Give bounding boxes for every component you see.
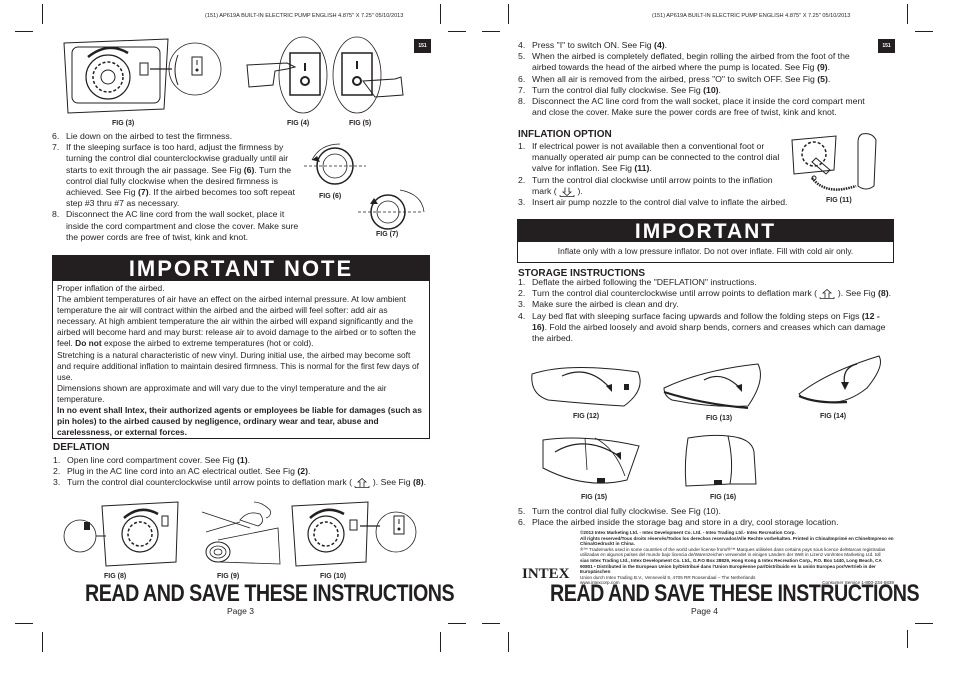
list-item: 2.Turn the control dial clockwise until … [518,174,773,197]
list-item: 7.Turn the control dial fully clockwise.… [518,84,721,95]
crop-mark [42,4,43,24]
firmness-steps-list: 6.Lie down on the airbed to test the fir… [52,131,300,243]
crop-mark [907,4,908,24]
list-item: 2.Turn the control dial counterclockwise… [518,288,892,299]
inflation-option-steps-list: 1.If electrical power is not available t… [518,141,788,208]
note-paragraph: Dimensions shown are approximate and wil… [57,382,387,404]
list-item: 2.Plug in the AC line cord into an AC el… [53,466,311,477]
deflation-mark-icon [355,478,370,489]
page-number: Page 4 [691,606,718,616]
important-note-banner: IMPORTANT NOTE [52,255,430,281]
fig-caption: FIG (11) [826,197,852,204]
storage-steps-list: 1.Deflate the airbed following the "DEFL… [518,277,893,344]
fig-caption: FIG (15) [581,494,608,501]
fig-9-rolling-airbed-illustration [201,501,281,565]
crop-mark [482,623,500,624]
list-item: 6.Place the airbed inside the storage ba… [518,517,839,528]
list-item: 7.If the sleeping surface is too hard, a… [52,142,295,209]
crop-mark [482,31,500,32]
crop-mark [42,632,43,652]
fig-8-deflation-dial-illustration [63,501,179,567]
list-item: 1.Deflate the airbed following the "DEFL… [518,277,757,287]
fig-caption: FIG (14) [820,413,847,420]
fig-caption: FIG (16) [710,494,737,501]
important-note-box: Proper inflation of the airbed. The ambi… [52,280,430,439]
crop-mark [15,31,33,32]
fig-caption: FIG (6) [319,193,342,200]
fig-14-fold-illustration [798,355,881,404]
list-item: 1.Open line cord compartment cover. See … [53,455,251,465]
footer-title: READ AND SAVE THESE INSTRUCTIONS [85,580,455,607]
fig-13-fold-illustration [663,363,761,409]
fig-caption: FIG (8) [104,573,127,580]
list-item: 5.When the airbed is completely deflated… [518,51,850,73]
deflation-mark-icon [820,288,835,299]
list-item: 3.Insert air pump nozzle to the control … [518,197,788,208]
crop-mark [508,632,509,652]
fig-caption: FIG (9) [217,573,240,580]
fig-caption: FIG (13) [706,415,733,422]
document-header: (151) AP619A BUILT-IN ELECTRIC PUMP ENGL… [652,13,851,19]
fig-4-5-switch-illustration [246,36,404,114]
note-paragraph: Stretching is a natural characteristic o… [57,349,420,382]
deflation-steps-list: 1.Open line cord compartment cover. See … [53,455,428,489]
note-paragraph: The ambient temperatures of air have an … [57,294,416,349]
crop-mark [440,632,441,652]
crop-mark [448,31,466,32]
list-item: 1.If electrical power is not available t… [518,141,780,174]
footer-title: READ AND SAVE THESE INSTRUCTIONS [550,580,920,607]
fig-caption: FIG (3) [112,120,135,127]
important-banner: IMPORTANT [517,219,894,243]
note-paragraph: Proper inflation of the airbed. [57,283,165,293]
page-number: Page 3 [227,606,254,616]
crop-mark [440,4,441,24]
list-item: 3.Make sure the airbed is clean and dry. [518,299,679,310]
legal-copyright-block: ©2013 Intex Marketing Ltd. - Intex Devel… [580,530,894,586]
list-item: 3.Turn the control dial counterclockwise… [53,477,427,489]
page-badge: 151 [414,39,431,53]
list-item: 4.Lay bed flat with sleeping surface fac… [518,310,886,344]
intex-logo: INTEX [522,566,570,582]
fig-caption: FIG (4) [287,120,310,127]
fig-12-fold-illustration [531,366,641,407]
storage-instructions-heading: STORAGE INSTRUCTIONS [518,268,646,279]
important-box: Inflate only with a low pressure inflato… [517,241,894,263]
crop-mark [448,623,466,624]
fig-11-foot-pump-illustration [791,133,877,191]
page-badge: 151 [878,39,895,53]
list-item: 5.Turn the control dial fully clockwise.… [518,506,721,516]
fig-16-fold-illustration [684,434,757,487]
deflation-heading: DEFLATION [53,442,110,453]
crop-mark [915,31,933,32]
crop-mark [15,623,33,624]
crop-mark [508,4,509,24]
list-item: 8.Disconnect the AC line cord from the w… [52,209,299,242]
fig-caption: FIG (5) [349,120,372,127]
fig-caption: FIG (12) [573,413,600,420]
fig-3-pump-panel-illustration [63,38,222,114]
important-text: Inflate only with a low pressure inflato… [557,246,854,256]
fig-caption: FIG (10) [320,573,347,580]
inflation-mark-icon [559,187,575,197]
fig-caption: FIG (7) [376,231,399,238]
storage-steps-after-list: 5.Turn the control dial fully clockwise.… [518,506,893,528]
deflation-continued-steps-list: 4.Press "I" to switch ON. See Fig (4). 5… [518,40,873,118]
list-item: 4.Press "I" to switch ON. See Fig (4). [518,40,668,50]
crop-mark [907,630,908,648]
list-item: 6.Lie down on the airbed to test the fir… [52,131,233,141]
note-liability-warning: In no event shall Intex, their authorize… [57,405,422,438]
crop-mark [915,623,933,624]
fig-7-dial-illustration [358,189,425,230]
fig-15-fold-illustration [542,437,640,484]
fig-6-dial-illustration [304,143,366,185]
list-item: 8.Disconnect the AC line cord from the w… [518,96,865,118]
document-header: (151) AP619A BUILT-IN ELECTRIC PUMP ENGL… [205,13,404,19]
list-item: 6.When all air is removed from the airbe… [518,73,831,84]
inflation-option-heading: INFLATION OPTION [518,129,612,140]
fig-10-control-dial-clockwise-illustration [291,501,417,567]
